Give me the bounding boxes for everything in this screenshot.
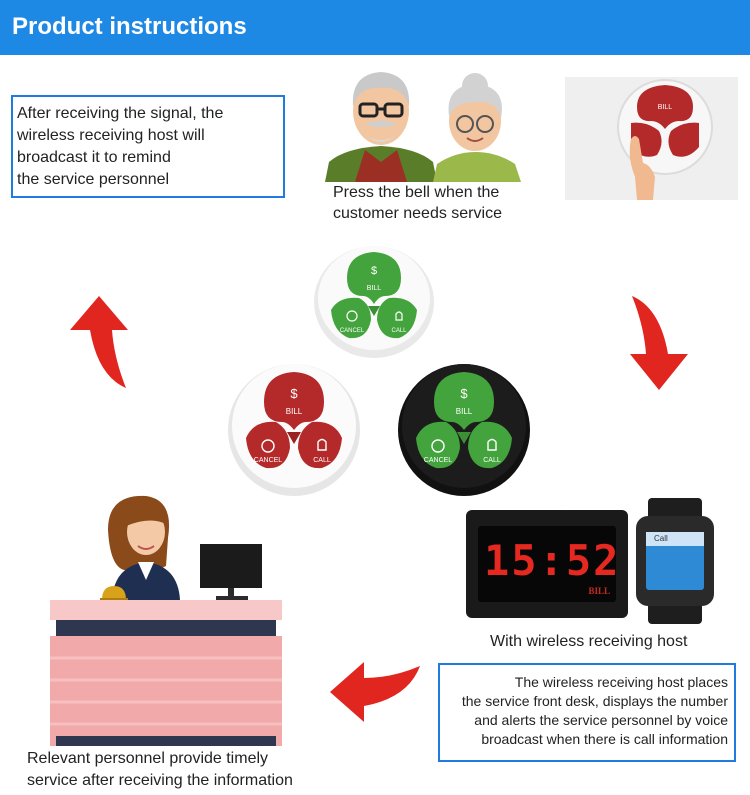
- receiving-host-display: 15:52 BILL: [466, 510, 628, 618]
- frontdesk-line-2: the service front desk, displays the num…: [461, 693, 728, 709]
- left-button-cancel-label: CANCEL: [254, 457, 283, 464]
- watch-receiver: Call: [632, 498, 718, 624]
- broadcast-line-3: broadcast it to remind: [17, 149, 171, 166]
- press-caption-line-2: customer needs service: [333, 205, 502, 222]
- red-arrow-down-icon: [630, 296, 688, 390]
- personnel-caption-line-2: service after receiving the information: [27, 772, 293, 789]
- call-button-white-green: $ BILL CANCEL CALL: [314, 246, 434, 358]
- left-button-call-label: CALL: [313, 457, 331, 464]
- right-button-call-label: CALL: [483, 457, 501, 464]
- red-arrow-left-icon: [330, 662, 420, 722]
- page-title: Product instructions: [12, 13, 247, 40]
- elderly-couple-illustration: [325, 72, 521, 182]
- header-bar: Product instructions: [0, 0, 750, 55]
- frontdesk-line-1: The wireless receiving host places: [514, 674, 728, 690]
- broadcast-line-2: wireless receiving host will: [17, 127, 205, 144]
- right-button-bill-label: BILL: [456, 407, 473, 416]
- broadcast-line-4: the service personnel: [17, 171, 170, 188]
- broadcast-line-1: After receiving the signal, the: [17, 105, 224, 122]
- display-time: 15:52: [484, 536, 621, 585]
- call-button-white-red: $ BILL CANCEL CALL: [228, 364, 360, 496]
- frontdesk-line-3: and alerts the service personnel by voic…: [474, 712, 728, 728]
- front-desk-receptionist-illustration: [50, 495, 282, 746]
- press-bell-caption: Press the bell when the customer needs s…: [333, 182, 563, 224]
- frontdesk-line-4: broadcast when there is call information: [481, 731, 728, 747]
- press-caption-line-1: Press the bell when the: [333, 184, 500, 201]
- svg-text:$: $: [290, 386, 298, 401]
- personnel-caption-line-1: Relevant personnel provide timely: [27, 750, 269, 767]
- svg-text:$: $: [371, 265, 377, 277]
- watch-screen-text: Call: [654, 534, 668, 543]
- call-button-black-green: $ BILL CANCEL CALL: [398, 364, 530, 496]
- red-arrow-up-icon: [70, 296, 128, 388]
- broadcast-info-box: After receiving the signal, the wireless…: [11, 95, 285, 198]
- display-brand: BILL: [588, 586, 610, 596]
- svg-text:BILL: BILL: [658, 104, 673, 111]
- top-button-bill-label: BILL: [367, 285, 382, 292]
- svg-text:$: $: [460, 386, 468, 401]
- right-button-cancel-label: CANCEL: [424, 457, 453, 464]
- top-button-cancel-label: CANCEL: [340, 328, 365, 334]
- left-button-bill-label: BILL: [286, 407, 303, 416]
- host-caption: With wireless receiving host: [490, 633, 688, 650]
- finger-press-photo: BILL: [565, 77, 738, 200]
- top-button-call-label: CALL: [391, 328, 407, 334]
- personnel-caption: Relevant personnel provide timely servic…: [27, 748, 327, 792]
- front-desk-info-box: The wireless receiving host places the s…: [438, 663, 736, 762]
